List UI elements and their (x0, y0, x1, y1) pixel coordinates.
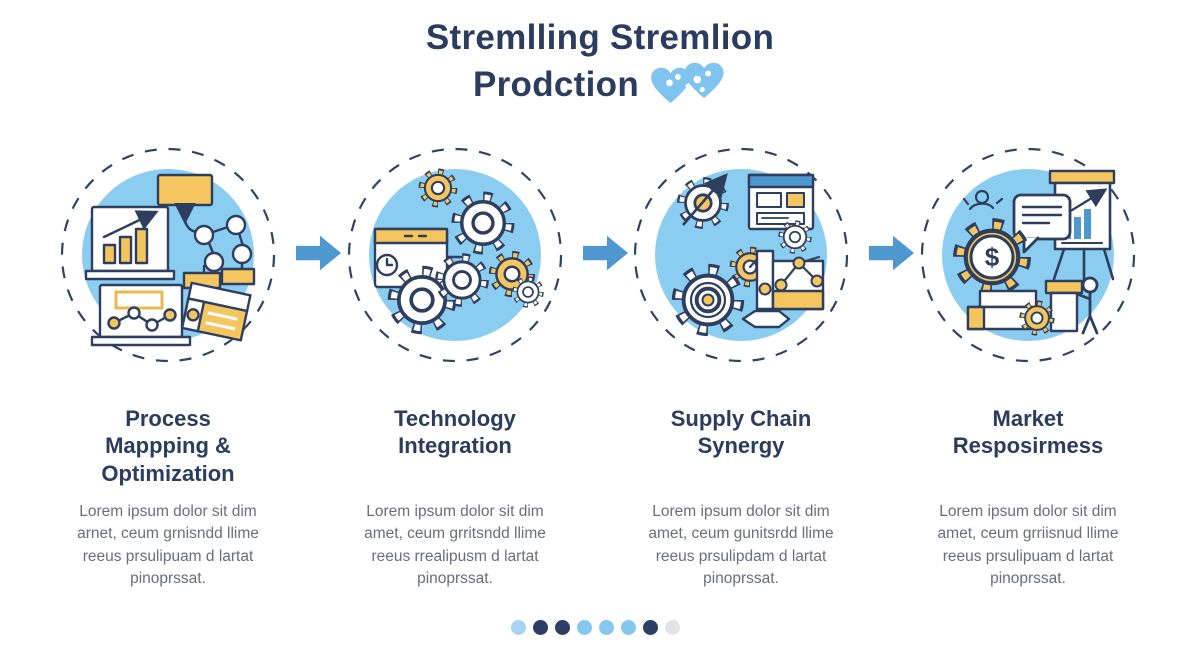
description-line: pinoprssat. (990, 570, 1066, 588)
dashed-ring (920, 147, 1136, 363)
description-line: reeus prsulipdam d lartat (655, 547, 827, 565)
description-line: pinoprssat. (417, 570, 493, 588)
carousel-dot (510, 620, 526, 635)
carousel-dot (532, 620, 548, 635)
carousel-dot (620, 620, 636, 635)
heading-line: Synergy (697, 433, 785, 459)
bar-chart-board-icon (84, 205, 176, 281)
heading-line: Integration (398, 433, 512, 459)
description-line: amet, ceum grritsndd llime (364, 525, 546, 543)
heading-line: Mappping & (105, 433, 231, 459)
step-3: Supply Chain Synergy Lorem ipsum dolor s… (616, 145, 866, 591)
description-line: Lorem ipsum dolor sit dim (79, 503, 257, 520)
title-line-2-text: Prodction (472, 64, 640, 104)
heading-line: Supply Chain (670, 406, 812, 431)
description-line: pinoprssat. (130, 570, 206, 588)
description-line: Lorem ipsum dolor sit dim (652, 503, 830, 520)
description-line: reeus rrealipusm d lartat (371, 547, 539, 565)
description-line: Lorem ipsum dolor sit dim (939, 503, 1117, 520)
heading-line: Market (992, 406, 1064, 431)
dashed-ring (347, 147, 563, 363)
gear-arrow-icon (682, 173, 724, 225)
heading-line: Optimization (101, 460, 235, 486)
speech-bubble-icon (1012, 193, 1072, 254)
carousel-dot (576, 620, 592, 635)
target-gear-icon (679, 271, 791, 330)
description-line: Lorem ipsum dolor sit dim (366, 503, 544, 520)
carousel-dot (664, 620, 680, 635)
title-line-2: Prodction (0, 61, 1200, 108)
step-description: Lorem ipsum dolor sit dim arnet, ceum gr… (43, 501, 293, 591)
description-line: arnet, ceum grnisndd llime (77, 525, 259, 543)
presenter-person-icon (1075, 276, 1099, 335)
arrow-icon (583, 233, 629, 278)
description-line: amet, ceum gunitsrdd llime (648, 525, 834, 543)
step-heading: Supply Chain Synergy (616, 405, 866, 501)
carousel-dot (598, 620, 614, 635)
step-3-illustration (633, 147, 849, 363)
carousel-dot (554, 620, 570, 635)
step-description: Lorem ipsum dolor sit dim amet, ceum grr… (330, 501, 580, 591)
dashed-ring (60, 147, 276, 363)
step-4-illustration: $ (920, 147, 1136, 363)
puzzle-hearts-icon (651, 62, 724, 103)
description-line: reeus prsulipuam d lartat (942, 547, 1114, 565)
step-heading: Technology Integration (330, 405, 580, 501)
step-1-illustration (60, 147, 276, 363)
network-chart-icon (755, 249, 825, 311)
package-box-icon (180, 281, 252, 342)
market-stand-icon (966, 279, 1084, 333)
arrow-icon (296, 233, 342, 278)
step-description: Lorem ipsum dolor sit dim amet, ceum grr… (903, 501, 1153, 591)
dollar-symbol: $ (985, 242, 1000, 272)
step-description: Lorem ipsum dolor sit dim amet, ceum gun… (616, 501, 866, 591)
step-4: $ Market Resposirmess Lorem ipsum dolor … (903, 145, 1153, 591)
carousel-dot (642, 620, 658, 635)
step-heading: Market Resposirmess (903, 405, 1153, 501)
arrow-icon (869, 233, 915, 278)
dashed-ring (633, 147, 849, 363)
description-line: reeus prsulipuam d lartat (82, 547, 254, 565)
step-2: Technology Integration Lorem ipsum dolor… (330, 145, 580, 591)
step-1: Process Mappping & Optimization Lorem ip… (43, 145, 293, 591)
person-sketch-icon (962, 189, 1004, 211)
step-heading: Process Mappping & Optimization (43, 405, 293, 501)
description-line: amet, ceum grriisnud llime (937, 525, 1119, 543)
page-title: Stremlling Stremlion Prodction (0, 16, 1200, 108)
heading-line: Process (125, 406, 211, 431)
carousel-dots (0, 620, 1195, 635)
title-line-1: Stremlling Stremlion (425, 18, 775, 57)
dollar-gear-icon: $ (961, 226, 1024, 289)
network-document-icon (90, 283, 192, 347)
description-line: pinoprssat. (703, 570, 779, 588)
heading-line: Resposirmess (952, 433, 1104, 459)
presentation-window-icon (747, 173, 815, 231)
step-2-illustration (347, 147, 563, 363)
heading-line: Technology (394, 406, 516, 431)
